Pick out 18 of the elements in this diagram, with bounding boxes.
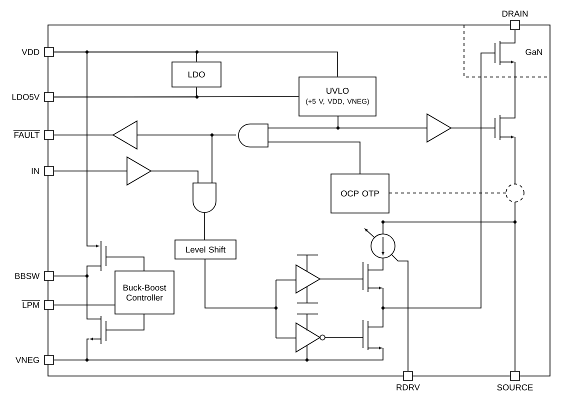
pin-label: VDD <box>22 49 40 55</box>
pin-label: RDRV <box>396 384 420 390</box>
wire <box>54 96 299 98</box>
pin-label: IN <box>32 168 39 174</box>
ldo-box: LDO <box>172 62 222 88</box>
pin-label: LDO5V <box>12 94 40 100</box>
level-shift-box: Level Shift <box>174 240 236 260</box>
wire <box>54 52 338 77</box>
pin-label: VNEG <box>16 357 39 363</box>
transistor-label: GaN <box>526 49 542 55</box>
pin-label: LPM <box>22 302 39 308</box>
controller-box: Buck-Boost Controller <box>114 270 174 314</box>
pin-label: SOURCE <box>497 384 533 390</box>
pin-label: FAULT <box>14 132 40 138</box>
pin-label: BBSW <box>15 273 40 279</box>
wire <box>54 304 115 306</box>
protection-box: OCP OTP <box>330 174 390 214</box>
pin-label: DRAIN <box>502 10 528 17</box>
